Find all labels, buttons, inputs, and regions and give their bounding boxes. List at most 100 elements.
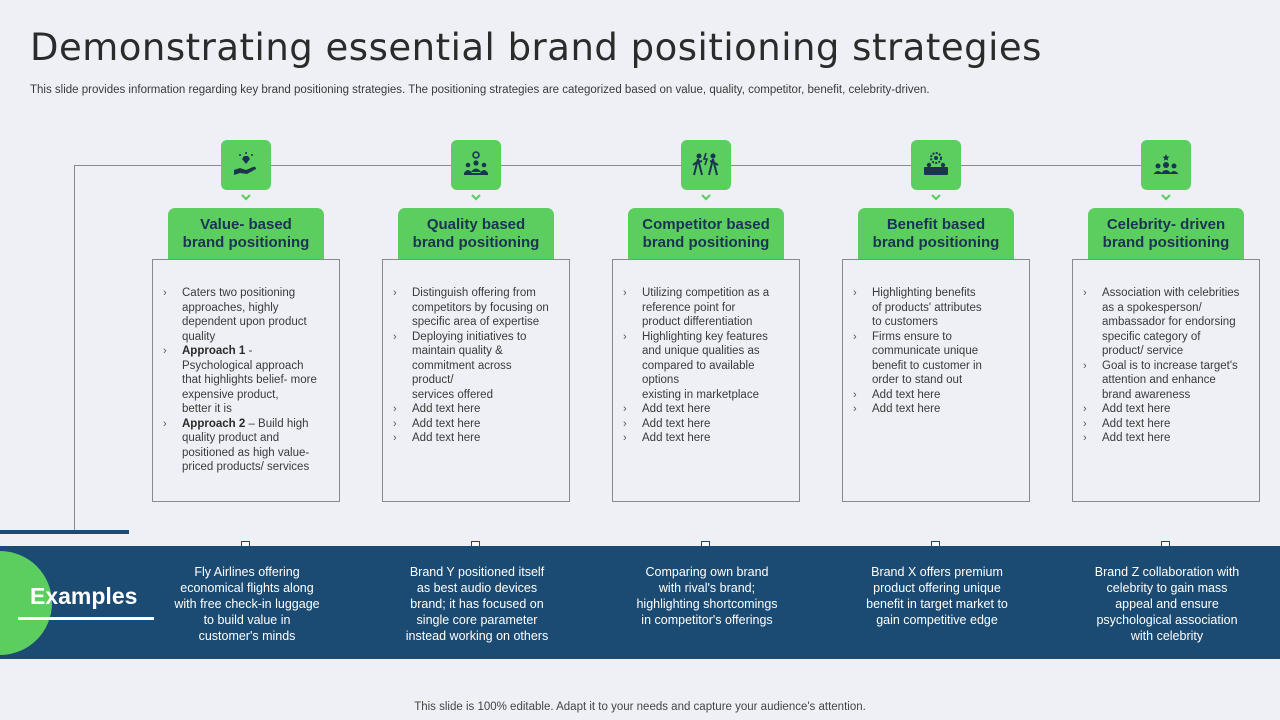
chevron-right-icon: › [853, 287, 857, 299]
bullet-bold-label: Approach 1 [182, 345, 246, 357]
chevron-right-icon: › [393, 432, 397, 444]
example-text: Brand Y positioned itself as best audio … [405, 565, 549, 643]
bullet-text: Add text here [872, 388, 941, 401]
bullet-item: › Add text here [853, 402, 1021, 417]
strategy-column: Celebrity- driven brand positioning›Asso… [1072, 0, 1262, 720]
group-award-icon [451, 140, 501, 190]
hand-diamond-icon [221, 140, 271, 190]
bullet-text: Add text here [1102, 432, 1171, 444]
chevron-right-icon: › [393, 287, 397, 299]
bullet-text: Add text here [412, 403, 481, 415]
strategy-heading: Competitor based brand positioning [628, 208, 784, 260]
chevron-down-icon [469, 190, 483, 202]
strategy-heading: Value- based brand positioning [168, 208, 324, 260]
bullet-text: Add text here [872, 403, 941, 415]
example-text: Brand X offers premium product offering … [866, 565, 1008, 627]
bullet-text: Association with celebrities as a spokes… [1102, 287, 1240, 357]
example-text: Comparing own brand with rival's brand; … [636, 565, 778, 627]
strategy-heading: Benefit based brand positioning [858, 208, 1014, 260]
bullet-text: Add text here [412, 432, 481, 444]
bullet-text: Firms ensure to communicate unique benef… [872, 330, 982, 387]
chevron-down-icon [699, 190, 713, 202]
chevron-right-icon: › [623, 417, 627, 430]
bullet-item: › Approach 1 - Psychological approach tha… [163, 344, 331, 417]
bullet-text: Highlighting benefits of products' attri… [872, 287, 982, 328]
examples-underline [18, 617, 154, 620]
chevron-right-icon: › [1083, 359, 1087, 372]
strategy-details-box: › Association with celebrities as a spoke… [1072, 259, 1260, 502]
bullet-item: › Firms ensure to communicate unique bene… [853, 330, 1021, 388]
bullet-item: › Utilizing competition as a reference po… [623, 286, 791, 330]
examples-label: Examples [30, 583, 138, 609]
bullet-item: › Add text here [853, 388, 1021, 403]
bullet-text: Add text here [642, 432, 711, 444]
connector-horizontal-line [74, 165, 1166, 166]
bullet-text: Highlighting key features and unique qua… [642, 330, 768, 401]
chevron-down-icon [1159, 190, 1173, 202]
page-subtitle: This slide provides information regardin… [30, 84, 930, 96]
examples-band [0, 546, 1280, 659]
chevron-right-icon: › [623, 287, 627, 299]
bullet-item: › Add text here [623, 402, 791, 417]
bullet-item: › Add text here [623, 431, 791, 446]
competition-icon [681, 140, 731, 190]
chevron-right-icon: › [853, 403, 857, 415]
bullet-item: › Highlighting key features and unique qu… [623, 330, 791, 403]
chevron-right-icon: › [623, 403, 627, 415]
bullet-item: › Highlighting benefits of products' attr… [853, 286, 1021, 330]
bullet-text: Deploying initiatives to maintain qualit… [412, 330, 527, 401]
chevron-right-icon: › [163, 345, 167, 357]
bullet-item: › Deploying initiatives to maintain quali… [393, 330, 561, 403]
strategy-column: Quality based brand positioning › Distingu… [382, 0, 572, 720]
connector-accent-bar [0, 530, 129, 534]
bullet-text: Add text here [642, 403, 711, 415]
example-text: Brand Z collaboration with celebrity to … [1094, 565, 1240, 643]
footer-note: This slide is 100% editable. Adapt it to… [414, 701, 866, 713]
strategy-details-box: › Highlighting benefits of products' attr… [842, 259, 1030, 502]
chevron-right-icon: › [393, 417, 397, 430]
bullet-item: › Association with celebrities as a spoke… [1083, 286, 1251, 359]
bullet-item: ›Add text here [1083, 417, 1251, 432]
chevron-down-icon [239, 190, 253, 202]
page-title: Demonstrating essential brand positionin… [30, 26, 1042, 69]
strategy-details-box: › Distinguish offering from competitors b… [382, 259, 570, 502]
example-text: Fly Airlines offering economical flights… [174, 565, 320, 643]
bullet-text: Utilizing competition as a reference poi… [642, 287, 770, 328]
bullet-text: Add text here [1102, 417, 1171, 430]
bullet-item: › Add text here [1083, 431, 1251, 446]
chevron-right-icon: › [1083, 287, 1087, 299]
chevron-right-icon: › [393, 330, 397, 343]
bullet-text: - Psychological approach that highlights… [182, 345, 317, 415]
bullet-text: Goal is to increase target's attention a… [1102, 359, 1238, 401]
bullet-text: Caters two positioning approaches, highl… [182, 287, 307, 343]
bullet-text: Distinguish offering from competitors by… [412, 287, 549, 328]
chevron-right-icon: › [1083, 432, 1087, 444]
strategy-column: Benefit based brand positioning › Highligh… [842, 0, 1032, 720]
bullet-item: › Add text here [393, 431, 561, 446]
strategy-details-box: › Utilizing competition as a reference po… [612, 259, 800, 502]
bullet-text: – Build high quality product and positio… [182, 417, 310, 474]
strategy-heading: Quality based brand positioning [398, 208, 554, 260]
strategy-column: Value- based brand positioning › Caters tw… [152, 0, 342, 720]
bullet-item: › Distinguish offering from competitors b… [393, 286, 561, 330]
bullet-item: › Approach 2 – Build high quality product… [163, 417, 331, 475]
strategy-details-box: › Caters two positioning approaches, high… [152, 259, 340, 502]
benefit-gear-people-icon [911, 140, 961, 190]
bullet-item: › Caters two positioning approaches, high… [163, 286, 331, 344]
bullet-bold-label: Approach 2 [182, 417, 246, 430]
chevron-right-icon: › [163, 417, 167, 430]
chevron-right-icon: › [623, 432, 627, 444]
chevron-right-icon: › [163, 287, 167, 299]
bullet-text: Add text here [1102, 403, 1171, 415]
bullet-item: ›Add text here [1083, 402, 1251, 417]
chevron-right-icon: › [623, 330, 627, 343]
chevron-right-icon: › [393, 403, 397, 415]
chevron-right-icon: › [853, 388, 857, 401]
bullet-text: Add text here [642, 417, 711, 430]
bullet-item: › Add text here [393, 402, 561, 417]
celebrity-audience-icon [1141, 140, 1191, 190]
bullet-text: Add text here [412, 417, 481, 430]
chevron-right-icon: › [853, 330, 857, 343]
bullet-item: › Goal is to increase target's attention … [1083, 359, 1251, 403]
connector-vertical-line [74, 165, 75, 531]
